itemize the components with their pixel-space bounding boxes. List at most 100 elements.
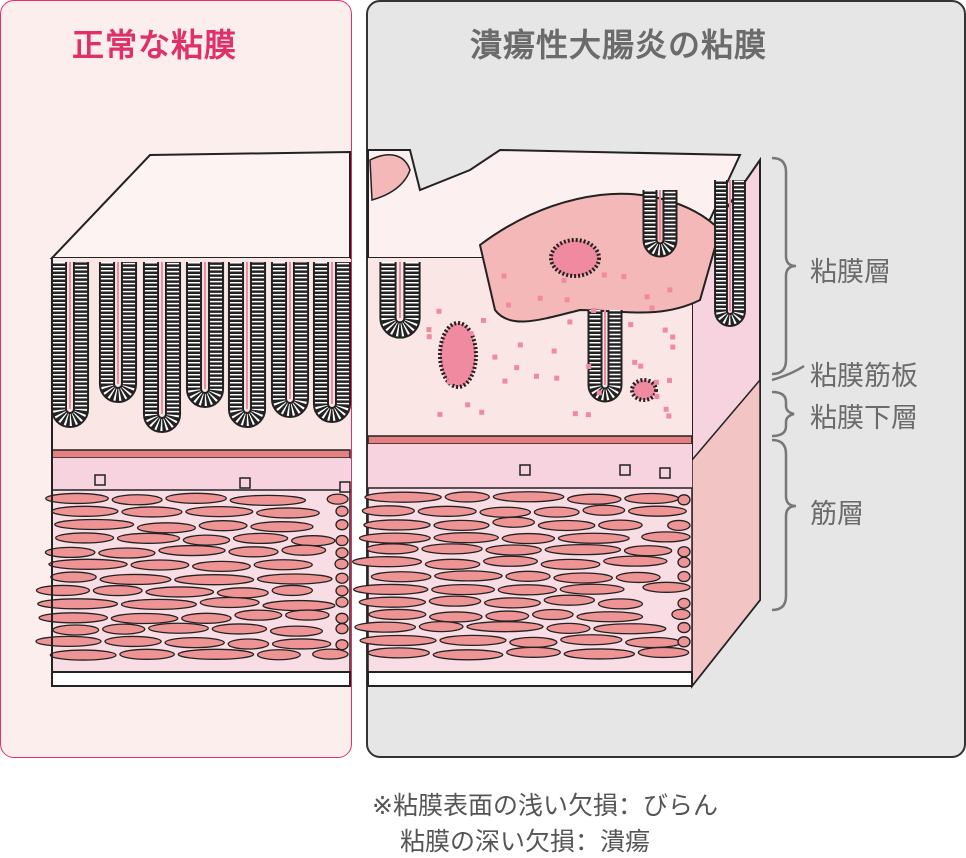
muscle-fiber — [485, 610, 530, 622]
inflammatory-cell — [654, 394, 660, 400]
submucosal-vessel — [519, 464, 531, 476]
muscle-fiber — [553, 572, 613, 584]
muscle-fiber — [165, 492, 227, 504]
inflammatory-cell — [461, 344, 467, 350]
crypt-outline — [642, 190, 678, 258]
inflammatory-cell — [666, 413, 672, 419]
inflammatory-cell — [517, 342, 523, 348]
muscle-fiber — [364, 491, 442, 503]
muscle-fiber — [367, 647, 430, 659]
muscle-fiber — [358, 596, 427, 608]
crypt-epithelium — [314, 262, 350, 421]
muscle-fiber — [335, 572, 349, 584]
inflammatory-cell — [663, 406, 669, 412]
bracket-mucosa — [771, 156, 797, 376]
inflammatory-cell — [662, 327, 668, 333]
muscle-fiber — [598, 519, 643, 531]
inflammatory-cell — [572, 411, 578, 417]
muscle-fiber — [253, 559, 313, 571]
inflammatory-cell — [667, 287, 673, 293]
inflammatory-cell — [537, 295, 543, 301]
muscle-fiber — [227, 638, 270, 650]
muscle-fiber — [434, 570, 503, 582]
layer-brackets — [771, 156, 805, 612]
crypt-epithelium — [229, 262, 265, 426]
inflammatory-cell — [514, 365, 520, 371]
muscle-fiber — [271, 638, 332, 650]
muscle-fiber — [418, 620, 464, 633]
inflammatory-cell — [670, 334, 676, 340]
muscle-fiber — [677, 494, 691, 506]
inflammatory-cell — [506, 302, 512, 308]
muscle-fiber — [199, 596, 260, 609]
muscle-fiber — [627, 505, 687, 517]
inflammatory-cell — [446, 379, 452, 385]
crypt-epithelium — [100, 262, 136, 401]
inflammatory-cell — [502, 378, 508, 384]
muscle-fiber — [326, 493, 349, 505]
muscle-fiber — [136, 522, 196, 534]
muscle-fiber — [506, 646, 561, 658]
muscle-fiber — [432, 649, 504, 661]
muscle-fiber — [335, 623, 349, 635]
muscle-fiber — [543, 594, 596, 606]
muscle-fiber — [501, 532, 556, 545]
muscle-fiber — [354, 621, 417, 633]
inflammatory-cell — [621, 274, 627, 280]
crypt-epithelium — [52, 262, 88, 426]
muscle-fiber — [119, 648, 175, 660]
muscle-fiber — [45, 492, 109, 505]
muscle-fiber — [363, 519, 431, 531]
muscle-fiber — [358, 532, 431, 544]
muscle-fiber — [677, 597, 691, 610]
muscle-fiber — [102, 623, 146, 635]
muscle-fiber — [424, 558, 481, 570]
muscle-fiber — [421, 543, 483, 555]
muscle-fiber — [439, 634, 507, 647]
label-submucosa: 粘膜下層 — [810, 403, 918, 434]
muscle-fiber — [177, 648, 255, 660]
muscle-fiber — [544, 543, 622, 556]
muscle-fiber — [120, 598, 197, 610]
muscle-fiber — [366, 543, 419, 555]
muscle-fiber — [671, 608, 691, 620]
normal-top-surface — [49, 150, 351, 259]
muscle-fiber — [50, 505, 119, 517]
inflammatory-cell — [638, 363, 644, 369]
muscle-fiber — [52, 624, 100, 636]
uc-mucosa-title: 潰瘍性大腸炎の粘膜 — [470, 26, 768, 64]
muscle-fiber — [181, 612, 232, 624]
muscle-fiber — [290, 535, 336, 547]
muscle-fiber — [164, 637, 225, 649]
muscle-fiber — [104, 635, 162, 648]
muscle-fiber — [174, 574, 255, 586]
muscle-fiber — [256, 649, 301, 661]
muscle-fiber — [431, 583, 496, 596]
inflammatory-cell — [632, 359, 638, 365]
muscle-fiber — [44, 546, 96, 559]
muscle-fiber — [533, 506, 580, 518]
muscle-fiber — [285, 609, 330, 621]
muscle-fiber — [428, 595, 482, 607]
muscle-fiber — [211, 623, 268, 635]
inflammatory-cell — [436, 308, 442, 314]
uc-muscularis-mucosae — [367, 435, 693, 445]
crypt-epithelium — [187, 262, 223, 406]
muscle-fiber — [38, 612, 109, 624]
muscle-fiber — [37, 598, 119, 610]
muscle-fiber — [234, 609, 283, 621]
muscle-fiber — [625, 636, 682, 649]
inflammatory-cell — [551, 348, 557, 354]
muscle-fiber — [492, 516, 536, 528]
muscle-fiber — [642, 581, 691, 593]
muscle-fiber — [557, 532, 630, 544]
muscle-fiber — [110, 612, 179, 625]
bracket-muscle — [771, 438, 797, 612]
inflammatory-cell — [670, 344, 676, 350]
inflammatory-cell — [554, 375, 560, 381]
label-muscularis-mucosae: 粘膜筋板 — [810, 361, 918, 392]
muscle-fiber — [417, 505, 477, 517]
inflammatory-cell — [628, 322, 634, 328]
muscle-fiber — [597, 598, 644, 610]
muscle-fiber — [567, 493, 622, 505]
